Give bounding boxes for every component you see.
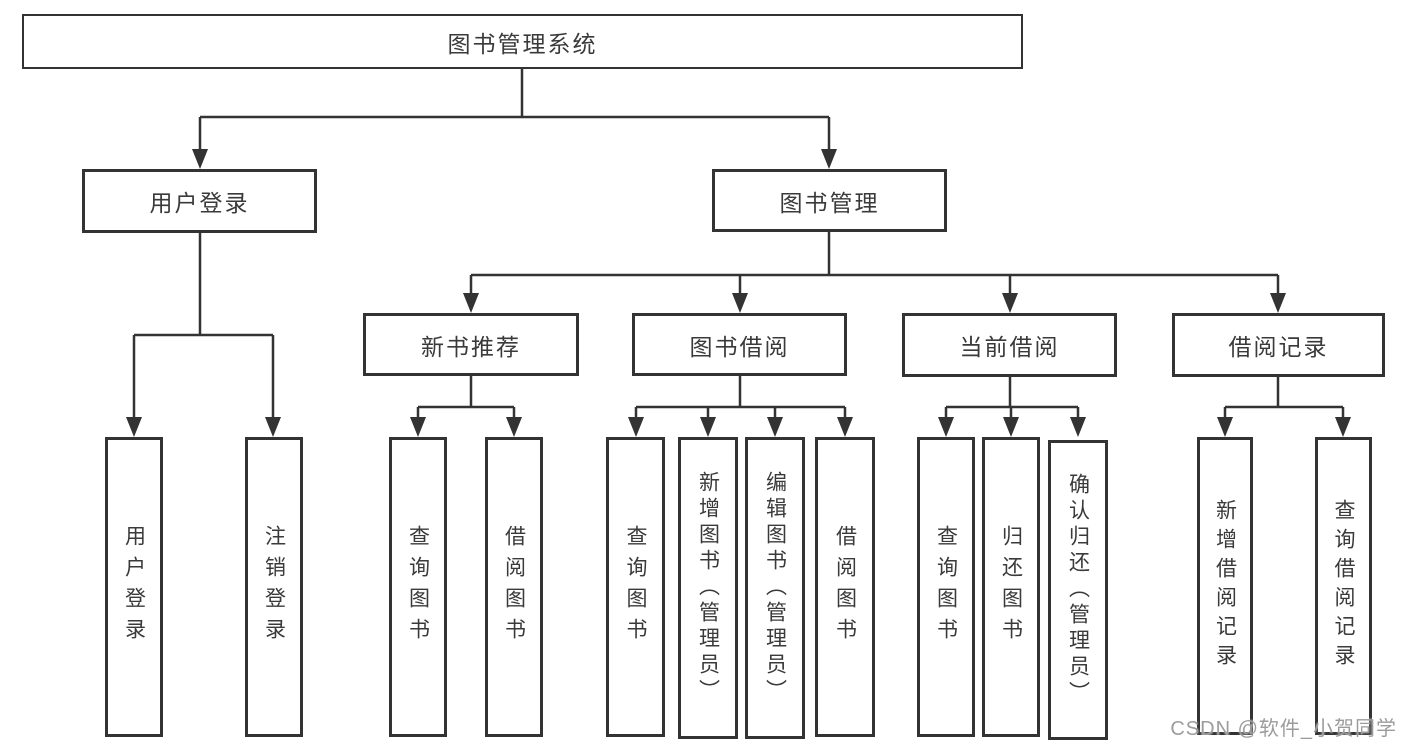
csdn-watermark: CSDN @软件_小贺同学 bbox=[1170, 718, 1397, 740]
node-current-borrow: 当前借阅 bbox=[902, 313, 1117, 377]
node-leaf-query-book-2: 查询图书 bbox=[606, 437, 665, 737]
node-leaf-borrow-book-1: 借阅图书 bbox=[485, 437, 543, 737]
node-borrow-record: 借阅记录 bbox=[1172, 313, 1385, 377]
node-user-login-group: 用户登录 bbox=[82, 169, 317, 233]
node-leaf-edit-book-admin: 编辑图书（管理员） bbox=[745, 437, 805, 739]
node-leaf-user-login: 用户登录 bbox=[105, 437, 163, 737]
node-leaf-add-borrow-record: 新增借阅记录 bbox=[1197, 437, 1253, 735]
node-leaf-confirm-return-admin: 确认归还（管理员） bbox=[1048, 440, 1108, 740]
node-leaf-query-borrow-record: 查询借阅记录 bbox=[1315, 437, 1372, 735]
node-leaf-borrow-book-2: 借阅图书 bbox=[815, 437, 875, 737]
node-book-management: 图书管理 bbox=[712, 169, 947, 232]
node-leaf-add-book-admin: 新增图书（管理员） bbox=[678, 437, 738, 739]
node-leaf-return-book: 归还图书 bbox=[982, 437, 1040, 737]
node-leaf-query-book-3: 查询图书 bbox=[917, 437, 975, 737]
node-library-system: 图书管理系统 bbox=[22, 14, 1023, 69]
node-leaf-query-book-1: 查询图书 bbox=[389, 437, 447, 737]
node-new-book-recommend: 新书推荐 bbox=[363, 313, 579, 376]
node-leaf-logout: 注销登录 bbox=[245, 437, 303, 737]
node-book-borrow: 图书借阅 bbox=[632, 313, 847, 376]
